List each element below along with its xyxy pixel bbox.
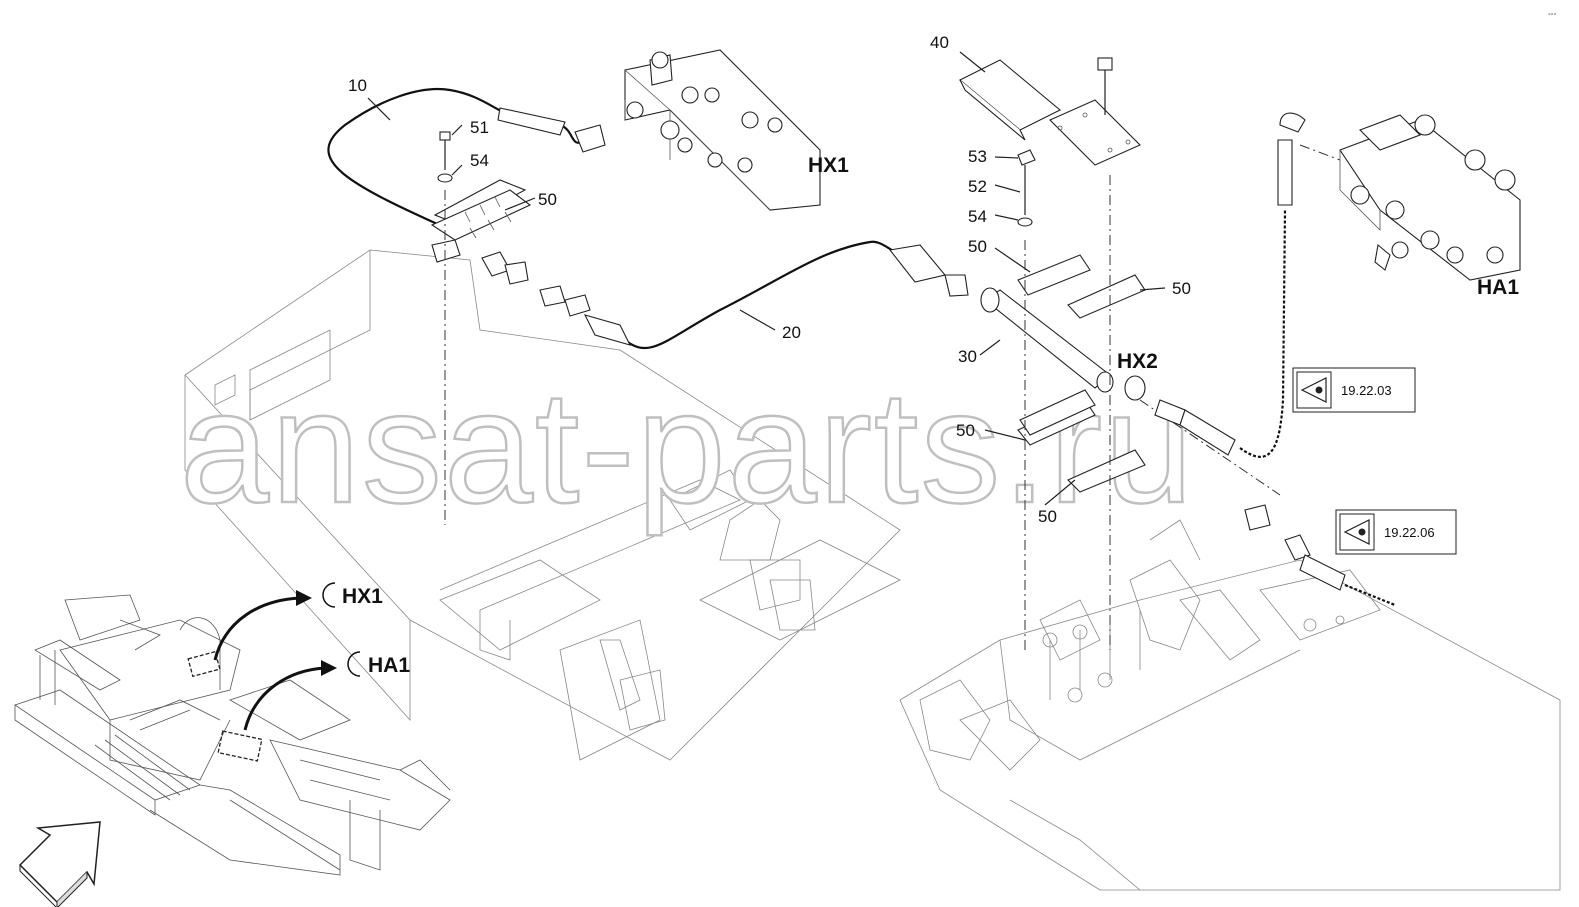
centerline-ha1 xyxy=(1299,144,1341,161)
reference-number-1: 19.22.03 xyxy=(1341,383,1392,398)
callout-51: 51 xyxy=(470,118,489,137)
label-hx2: HX2 xyxy=(1117,350,1158,373)
callout-53: 53 xyxy=(968,147,987,166)
label-ha1: HA1 xyxy=(1477,276,1519,299)
hose-lower-right xyxy=(1244,504,1396,607)
callout-54-right: 54 xyxy=(968,207,987,226)
corner-mark: °°° xyxy=(1548,12,1557,20)
label-hx1: HX1 xyxy=(808,154,849,177)
inset-label-ha1: HA1 xyxy=(368,654,410,677)
reference-number-2: 19.22.06 xyxy=(1384,525,1435,540)
eye-icon xyxy=(1300,377,1327,403)
tube-30 xyxy=(980,287,1146,401)
callout-52: 52 xyxy=(968,177,987,196)
inset-label-hx1: HX1 xyxy=(342,585,383,608)
callout-50-left: 50 xyxy=(538,190,557,209)
hose-ha1 xyxy=(1154,112,1306,458)
clamp-assembly-left xyxy=(430,131,532,263)
plate-40 xyxy=(959,59,1061,141)
valve-block-ha1 xyxy=(1339,114,1521,281)
overview-inset xyxy=(14,582,451,876)
reference-box-2[interactable]: 19.22.06 xyxy=(1335,509,1457,555)
clamp-assembly-right xyxy=(1017,149,1146,493)
callout-20: 20 xyxy=(782,323,801,342)
valve-block-hx1 xyxy=(624,49,821,211)
callout-54-left: 54 xyxy=(470,151,489,170)
callout-10: 10 xyxy=(348,76,367,95)
callout-50-lower: 50 xyxy=(1038,507,1057,526)
arrow-icon xyxy=(18,821,101,907)
bracket-plate xyxy=(1049,57,1141,166)
callout-40: 40 xyxy=(930,33,949,52)
callout-50-middle: 50 xyxy=(956,421,975,440)
hose-10 xyxy=(327,88,606,234)
callout-30: 30 xyxy=(958,347,977,366)
leader-lines xyxy=(367,51,1166,506)
machine-frame xyxy=(184,249,1561,891)
callout-50-upper: 50 xyxy=(968,237,987,256)
hose-20 xyxy=(481,240,969,350)
reference-box-1[interactable]: 19.22.03 xyxy=(1292,367,1416,413)
callout-50-right: 50 xyxy=(1172,279,1191,298)
eye-icon xyxy=(1343,519,1370,545)
